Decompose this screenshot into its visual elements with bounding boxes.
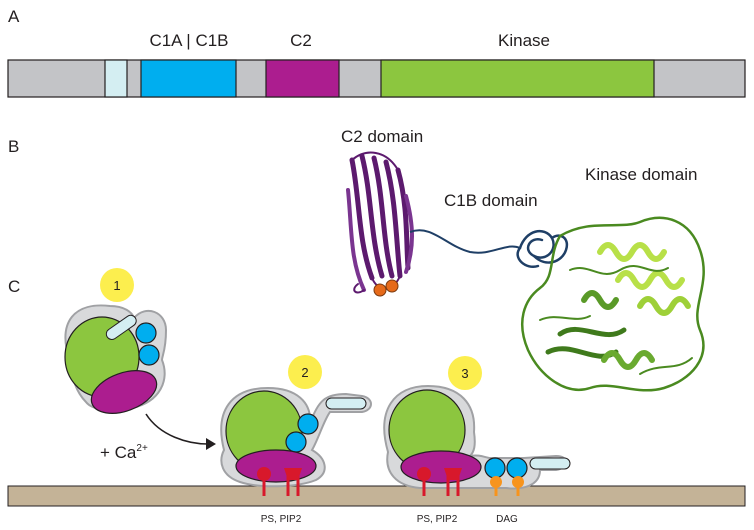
ps-pip2-lipids-step3: [417, 467, 462, 496]
structure-c1b-label: C1B domain: [444, 191, 538, 210]
step-1-marker: [100, 268, 134, 302]
calcium-label: + Ca2+: [100, 443, 148, 462]
structure-c2-label: C2 domain: [341, 127, 423, 146]
kinase-segment: [380, 59, 655, 98]
c1a-sphere: [484, 457, 506, 479]
c1-segment: [140, 59, 237, 98]
step-1-label: 1: [113, 278, 120, 293]
step-3-marker: [448, 356, 482, 390]
c1a-sphere: [297, 413, 319, 435]
pkc-inactive-state: [64, 304, 168, 414]
c2-lobe: [235, 449, 317, 483]
pkc-c2-bound-state: [220, 386, 372, 488]
linker-strand: [409, 229, 521, 254]
pseudosubstrate-segment: [104, 59, 128, 98]
c2-label: C2: [290, 31, 312, 50]
pseudosubstrate: [105, 314, 137, 341]
panel-label-a: A: [8, 7, 20, 26]
lipid-label-ps-pip2-step3: PS, PIP2: [417, 514, 458, 525]
translocation-arrow: [145, 413, 209, 445]
c2-segment: [265, 59, 340, 98]
domain-bar: [7, 59, 746, 98]
kinase-label: Kinase: [498, 31, 550, 50]
c1b-sphere: [285, 431, 307, 453]
membrane: [7, 485, 746, 507]
step-2-marker: [288, 355, 322, 389]
calcium-label-superscript: 2+: [136, 443, 148, 454]
pseudosubstrate: [325, 397, 367, 410]
c1b-sphere: [506, 457, 528, 479]
calcium-ion: [373, 283, 387, 297]
ps-pip2-lipids-step2: [257, 467, 302, 496]
pseudosubstrate: [529, 457, 571, 470]
kinase-domain-structure: [520, 216, 705, 392]
panel-label-b: B: [8, 137, 19, 156]
pkc-active-state: [383, 384, 571, 490]
lipid-label-dag: DAG: [496, 514, 518, 525]
dag-lipids: [490, 476, 524, 496]
c2-lobe: [90, 370, 158, 414]
lipid-label-ps-pip2-step2: PS, PIP2: [261, 514, 302, 525]
panel-label-c: C: [8, 277, 20, 296]
c2-lobe: [400, 450, 482, 484]
structure-kinase-label: Kinase domain: [585, 165, 697, 184]
c2-domain-structure: [346, 151, 414, 294]
c1a-sphere: [135, 322, 157, 344]
arrow-head: [206, 438, 216, 450]
c1-label: C1A | C1B: [149, 31, 228, 50]
step-3-label: 3: [461, 366, 468, 381]
c1b-sphere: [138, 344, 160, 366]
calcium-label-text: + Ca: [100, 443, 137, 462]
step-2-label: 2: [301, 365, 308, 380]
calcium-ion: [385, 279, 399, 293]
